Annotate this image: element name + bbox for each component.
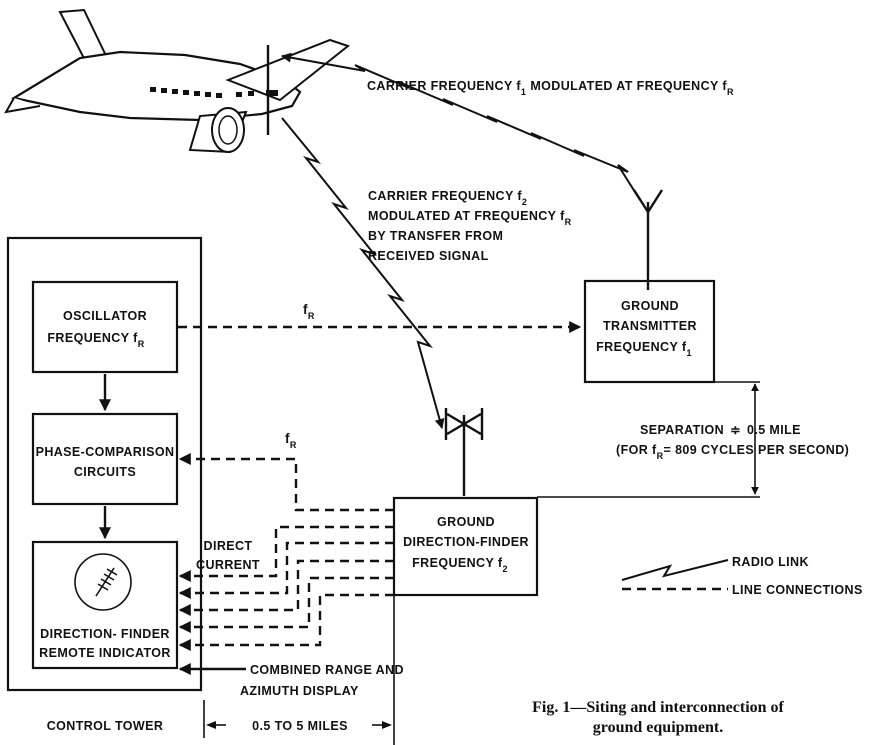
legend: RADIO LINK LINE CONNECTIONS: [621, 555, 863, 597]
transmitter-label-1: GROUND: [621, 299, 679, 313]
transmitter-box: [583, 279, 716, 384]
control-tower-label: CONTROL TOWER: [47, 719, 164, 733]
legend-radio-label: RADIO LINK: [732, 555, 809, 569]
radio-link-uplink: [281, 52, 641, 201]
line-df-to-phase: [178, 453, 394, 512]
phase-comparison-box: [31, 412, 179, 506]
combined-display-label-2: AZIMUTH DISPLAY: [240, 684, 359, 698]
transmitter-label-3: FREQUENCY f1: [596, 340, 692, 358]
indicator-label-1: DIRECTION- FINDER: [40, 627, 170, 641]
separation-condition: (FOR fR= 809 CYCLES PER SECOND): [616, 443, 849, 461]
legend-radio-symbol: [621, 559, 729, 581]
transmitter-label-2: TRANSMITTER: [603, 319, 697, 333]
caption-line-2: ground equipment.: [593, 719, 723, 736]
indicator-label-2: REMOTE INDICATOR: [39, 646, 171, 660]
oscillator-label-1: OSCILLATOR: [63, 309, 147, 323]
oscillator-label-2: FREQUENCY fR: [47, 331, 144, 349]
indicator-dial-icon: [74, 553, 132, 611]
carrier-f2-line4: RECEIVED SIGNAL: [368, 249, 489, 263]
carrier-f2-line2: MODULATED AT FREQUENCY fR: [368, 209, 572, 227]
indicator-box: [31, 540, 179, 670]
transmitter-antenna-icon: [632, 189, 664, 290]
airplane-icon: [4, 8, 351, 154]
carrier-f2-line3: BY TRANSFER FROM: [368, 229, 503, 243]
oscillator-box: [31, 280, 179, 374]
caption-line-1: Fig. 1—Siting and interconnection of: [532, 699, 784, 716]
legend-line-label: LINE CONNECTIONS: [732, 583, 863, 597]
direct-current-label-1: DIRECT: [204, 539, 253, 553]
fr-label-top: fR: [303, 302, 315, 321]
distance-arrow-right-head: [382, 721, 392, 729]
df-label-1: GROUND: [437, 515, 495, 529]
df-label-2: DIRECTION-FINDER: [403, 535, 529, 549]
phase-label-2: CIRCUITS: [74, 465, 136, 479]
df-label-3: FREQUENCY f2: [412, 556, 508, 574]
carrier-f2-line1: CARRIER FREQUENCY f2: [368, 189, 527, 207]
distance-arrow-left-head: [206, 721, 216, 729]
phase-label-1: PHASE-COMPARISON: [36, 445, 175, 459]
combined-display-label-1: COMBINED RANGE AND: [250, 663, 404, 677]
radio-link-downlink: [281, 117, 445, 429]
distance-label: 0.5 TO 5 MILES: [252, 719, 348, 733]
direction-finder-box: [392, 496, 539, 597]
df-antenna-icon: [444, 408, 484, 496]
control-tower-outline: [6, 236, 203, 692]
direct-current-label-2: CURRENT: [196, 558, 260, 572]
fr-label-mid: fR: [285, 431, 297, 450]
separation-label: SEPARATION≑0.5 MILE: [640, 423, 801, 437]
direct-current-lines: [178, 525, 394, 651]
